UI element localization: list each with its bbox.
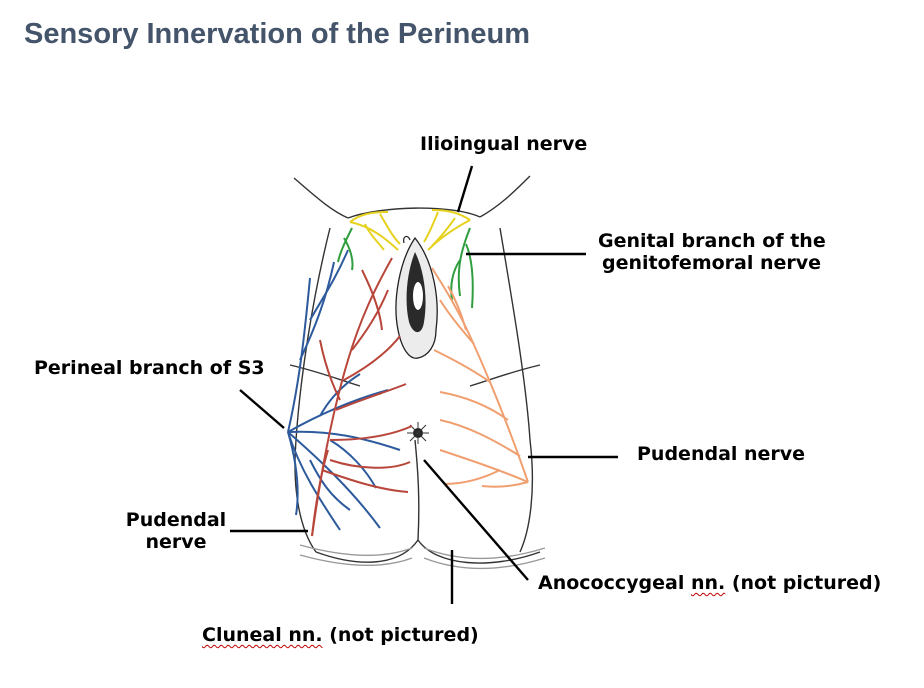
label-genitofemoral-nerve: Genital branch of the genitofemoral nerv… xyxy=(598,230,826,274)
slide-title: Sensory Innervation of the Perineum xyxy=(24,18,530,50)
leader-line-ilioinguinal xyxy=(456,165,474,213)
label-cluneal-nerves: Cluneal nn. (not pictured) xyxy=(202,624,479,646)
label-pudendal-left-line2: nerve xyxy=(145,531,207,553)
label-pudendal-nerve-right: Pudendal nerve xyxy=(637,443,806,465)
leader-line-perineal-s3 xyxy=(239,389,285,429)
leader-line-anococcygeal xyxy=(423,459,529,581)
label-anococcygeal-suffix: (not pictured) xyxy=(725,572,882,594)
label-pudendal-left-line1: Pudendal xyxy=(125,509,227,531)
label-cluneal-suffix: (not pictured) xyxy=(322,624,479,646)
label-pudendal-nerve-left: Pudendal nerve xyxy=(124,509,228,553)
anus-structure xyxy=(407,422,429,444)
label-cluneal-squiggle: Cluneal nn. xyxy=(202,624,323,646)
leader-lines xyxy=(230,165,618,604)
label-perineal-branch-s3: Perineal branch of S3 xyxy=(34,357,265,379)
perineum-outline xyxy=(289,175,546,570)
genitofemoral-nerve-branches xyxy=(337,227,474,309)
ilioinguinal-nerve-branches xyxy=(349,209,471,251)
label-ilioinguinal-nerve: Ilioingual nerve xyxy=(420,133,588,155)
pudendal-left-nerve-branches xyxy=(311,257,413,537)
label-genitofemoral-line1: Genital branch of the xyxy=(598,230,826,252)
vulva-structure xyxy=(395,235,438,359)
label-anococcygeal-squiggle: nn. xyxy=(690,572,726,594)
pudendal-right-nerve-branches xyxy=(431,267,529,488)
label-genitofemoral-line2: genitofemoral nerve xyxy=(602,252,822,274)
label-anococcygeal-prefix: Anococcygeal xyxy=(538,572,691,594)
perineal-s3-nerve-branches xyxy=(287,249,401,531)
label-anococcygeal-nerves: Anococcygeal nn. (not pictured) xyxy=(538,572,881,594)
